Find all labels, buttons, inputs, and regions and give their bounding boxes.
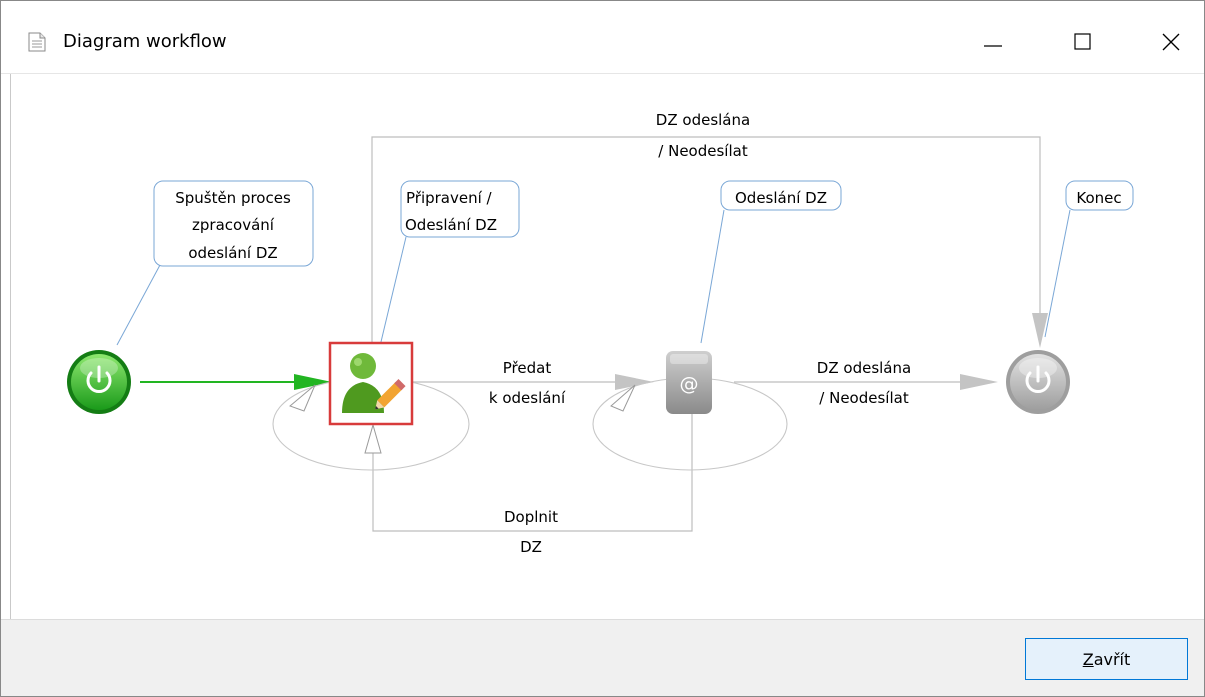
callout-start-line-2: zpracování: [192, 216, 275, 234]
callout-start-line-3: odeslání DZ: [188, 244, 277, 262]
edge-label-prepare-send-2: k odeslání: [489, 389, 566, 407]
callout-prepare: Připravení / Odeslání DZ: [400, 180, 520, 238]
user-edit-icon: [342, 353, 406, 413]
close-button-mnemonic: Z: [1082, 649, 1094, 669]
close-window-button[interactable]: [1143, 17, 1199, 67]
edge-label-prepare-end-2: / Neodesílat: [658, 142, 748, 160]
document-icon: [28, 32, 46, 52]
email-at-icon: @: [680, 373, 699, 395]
edge-label-send-end-2: / Neodesílat: [819, 389, 909, 407]
edge-send-prepare-arrow: [364, 423, 382, 454]
edges: [140, 136, 1048, 532]
edge-label-prepare-end-1: DZ odeslána: [656, 111, 750, 129]
callout-prepare-line-1: Připravení /: [406, 189, 493, 207]
edge-start-prepare-arrow: [294, 374, 332, 390]
self-loop-send-arrow: [610, 384, 636, 412]
edge-prepare-end-top: [371, 136, 1041, 343]
close-button-label: avřít: [1093, 649, 1131, 669]
close-icon: [1162, 33, 1180, 51]
title-bar: Diagram workflow: [1, 1, 1204, 74]
minimize-button[interactable]: [965, 17, 1021, 67]
node-end[interactable]: [1006, 350, 1070, 414]
callout-send: Odeslání DZ: [720, 180, 842, 211]
edge-label-send-end-1: DZ odeslána: [817, 359, 911, 377]
minimize-icon: [984, 45, 1002, 47]
dialog-footer: [1, 619, 1204, 696]
callout-end-line-1: Konec: [1076, 189, 1121, 207]
edge-label-send-prepare-2: DZ: [520, 538, 542, 556]
node-prepare[interactable]: [328, 341, 414, 426]
callout-end: Konec: [1065, 180, 1134, 211]
node-start[interactable]: [67, 350, 131, 414]
self-loop-prepare-arrow: [289, 384, 316, 412]
diagram-canvas: Předat k odeslání DZ odeslána / Neodesíl…: [10, 74, 1204, 619]
maximize-button[interactable]: [1055, 17, 1111, 67]
callout-start-line-1: Spuštěn proces: [175, 189, 291, 207]
edge-send-end-arrow: [960, 374, 998, 390]
edge-labels: Předat k odeslání DZ odeslána / Neodesíl…: [489, 111, 911, 556]
callout-start: Spuštěn proces zpracování odeslání DZ: [153, 180, 314, 267]
callout-prepare-line-2: Odeslání DZ: [405, 216, 497, 234]
node-send[interactable]: @: [666, 351, 712, 414]
callout-send-line-1: Odeslání DZ: [735, 189, 827, 207]
edge-send-prepare-bottom: [372, 414, 693, 532]
edge-prepare-send-arrow: [615, 374, 654, 390]
power-icon: [1025, 365, 1051, 393]
callout-connectors: [116, 209, 1071, 347]
workflow-diagram: Předat k odeslání DZ odeslána / Neodesíl…: [67, 111, 1134, 556]
edge-prepare-end-arrow: [1032, 313, 1048, 348]
window-title: Diagram workflow: [63, 31, 227, 52]
edge-label-prepare-send-1: Předat: [503, 359, 552, 377]
power-icon: [86, 365, 112, 393]
edge-label-send-prepare-1: Doplnit: [504, 508, 558, 526]
maximize-icon: [1074, 33, 1091, 50]
